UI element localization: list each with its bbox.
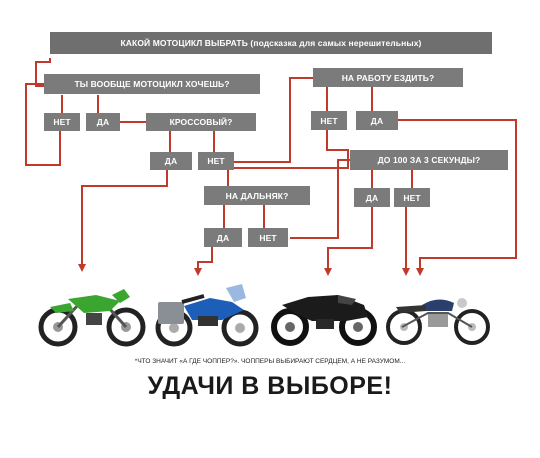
connector-sport — [324, 207, 373, 276]
answer-want-no: НЕТ — [44, 113, 80, 131]
classic-bike-image — [386, 298, 490, 345]
answer-accel-no: НЕТ — [394, 188, 430, 207]
question-long-distance: НА ДАЛЬНЯК? — [204, 186, 310, 205]
footnote: *ЧТО ЗНАЧИТ «А ГДЕ ЧОППЕР?». ЧОППЕРЫ ВЫБ… — [134, 358, 406, 365]
chart-title: КАКОЙ МОТОЦИКЛ ВЫБРАТЬ (подсказка для са… — [50, 32, 492, 54]
question-cross: КРОССОВЫЙ? — [146, 113, 256, 131]
answer-work-no: НЕТ — [311, 111, 347, 130]
connector-work-no-long — [227, 130, 349, 186]
adventure-tourer-image — [155, 284, 259, 347]
sport-bike-image — [271, 295, 377, 346]
connector-title-want — [35, 58, 51, 87]
question-accel: ДО 100 ЗА 3 СЕКУНДЫ? — [350, 150, 508, 170]
question-work: НА РАБОТУ ЕЗДИТЬ? — [313, 68, 463, 87]
answer-work-yes: ДА — [356, 111, 398, 130]
answer-cross-yes: ДА — [150, 152, 192, 170]
question-want-moto: ТЫ ВООБЩЕ МОТОЦИКЛ ХОЧЕШЬ? — [44, 74, 260, 94]
answer-long-yes: ДА — [204, 228, 242, 247]
answer-accel-yes: ДА — [354, 188, 390, 207]
connector-adventure — [194, 247, 213, 276]
connector-cross-no-work — [234, 77, 313, 163]
answer-cross-no: НЕТ — [198, 152, 234, 170]
dirt-bike-image — [38, 289, 146, 347]
connector-long-no-accel — [290, 159, 350, 239]
answer-want-yes: ДА — [86, 113, 120, 131]
connector-work-yes-classic — [398, 119, 517, 276]
connector-dirt — [78, 170, 168, 272]
slogan: УДАЧИ В ВЫБОРЕ! — [147, 372, 393, 400]
answer-long-no: НЕТ — [248, 228, 288, 247]
connector-no-loop — [25, 83, 61, 166]
